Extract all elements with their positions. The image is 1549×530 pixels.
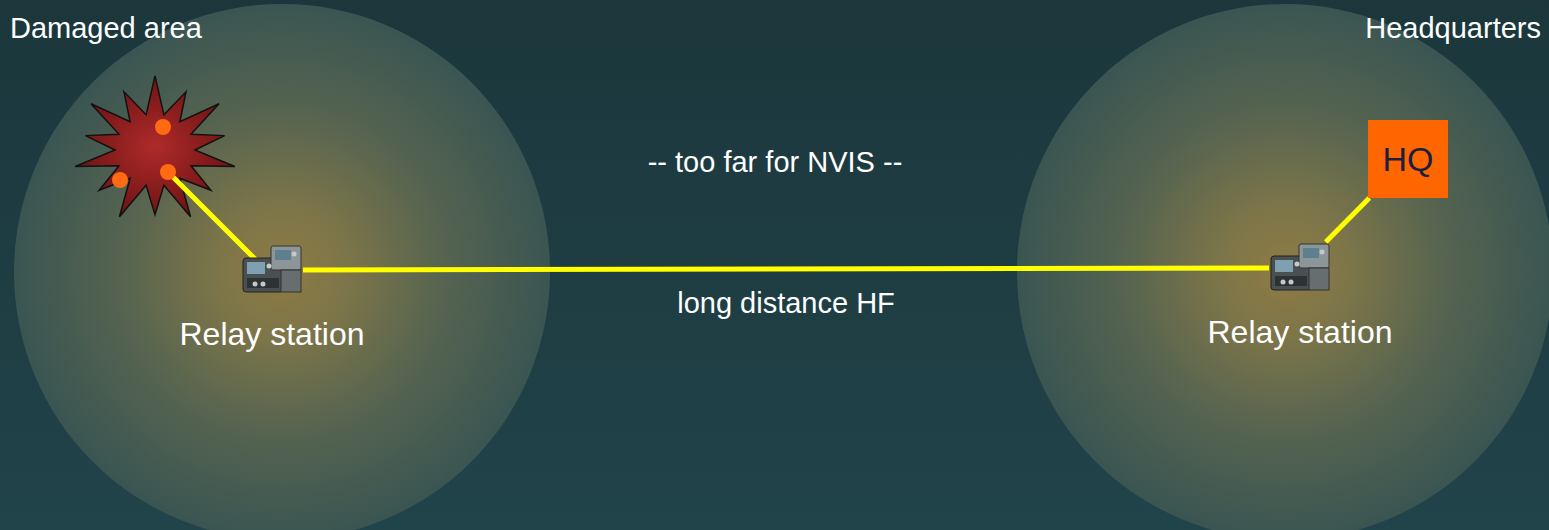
hq-label: HQ — [1383, 140, 1434, 179]
radio-link — [303, 268, 1269, 270]
site-dot — [155, 119, 171, 135]
site-dot — [160, 164, 176, 180]
hq-box: HQ — [1368, 120, 1448, 198]
relay-station: Relay station — [241, 244, 303, 296]
area-title: Damaged area — [10, 12, 202, 45]
relay-station: Relay station — [1269, 242, 1331, 294]
radio-link — [1326, 198, 1370, 242]
station-label: Relay station — [1208, 314, 1393, 351]
explosion-symbol — [75, 76, 235, 217]
link-label: long distance HF — [677, 287, 895, 320]
coverage-area — [14, 4, 550, 530]
radio-icon — [1269, 242, 1331, 294]
area-title: Headquarters — [1365, 12, 1541, 45]
station-label: Relay station — [180, 316, 365, 353]
note: -- too far for NVIS -- — [648, 146, 903, 179]
explosion-shape — [75, 76, 235, 217]
site-dot — [112, 172, 128, 188]
local-link — [168, 172, 262, 266]
radio-icon — [241, 244, 303, 296]
